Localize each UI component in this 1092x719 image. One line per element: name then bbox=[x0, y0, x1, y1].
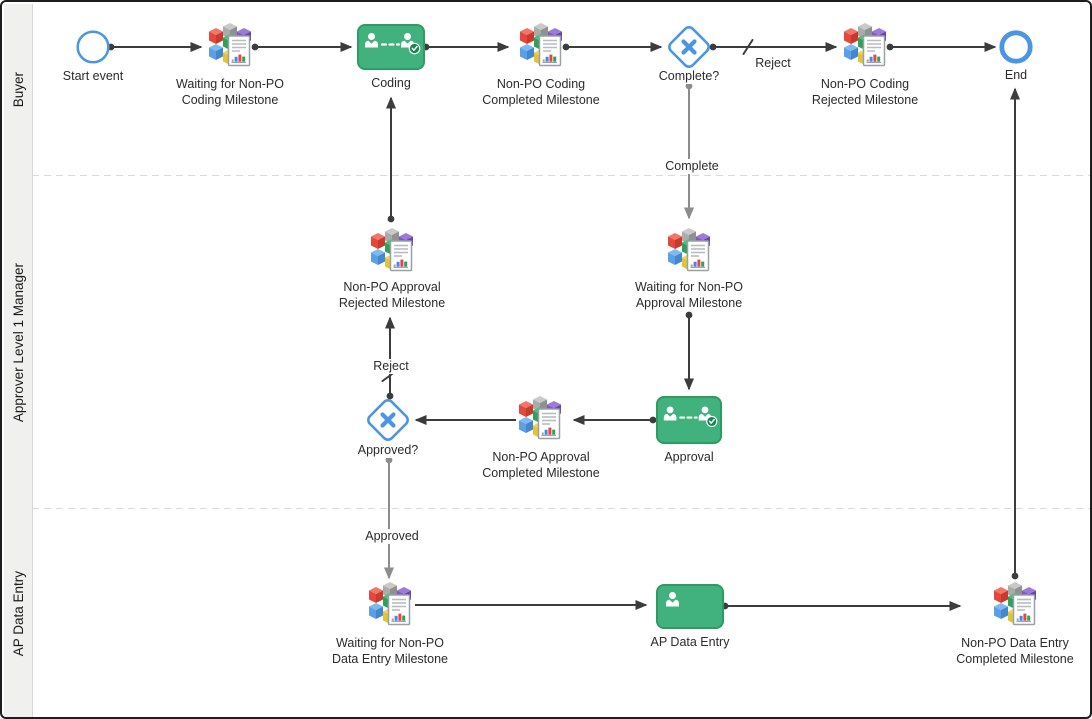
end-event-icon bbox=[999, 30, 1033, 64]
exclusive-gateway-icon bbox=[668, 26, 710, 68]
node-approval-rejected-milestone[interactable] bbox=[368, 227, 416, 281]
task-ap-data-entry[interactable] bbox=[656, 584, 724, 629]
gateway-complete[interactable] bbox=[665, 23, 713, 76]
waiting-coding-milestone-label: Waiting for Non-PO Coding Milestone bbox=[176, 77, 284, 107]
flow-data-entry-completed-to-end[interactable] bbox=[1010, 87, 1020, 580]
flow-coding-rejected-to-end[interactable] bbox=[886, 42, 997, 52]
lane-approver-level-1-manager[interactable]: Approver Level 1 Manager bbox=[4, 176, 33, 509]
node-approval-completed-milestone[interactable] bbox=[516, 395, 564, 449]
start-event-icon bbox=[76, 30, 110, 64]
waiting-approval-milestone-label: Waiting for Non-PO Approval Milestone bbox=[635, 280, 743, 310]
flow-label-complete: Complete bbox=[662, 159, 722, 174]
task-approval-label: Approval bbox=[664, 450, 714, 464]
task-coding[interactable] bbox=[357, 24, 425, 70]
flow-label-reject-coding: Reject bbox=[752, 56, 794, 71]
flow-approval-rejected-to-coding[interactable] bbox=[386, 96, 396, 223]
flow-coding-to-coding-completed[interactable] bbox=[422, 42, 510, 52]
milestone-icon bbox=[667, 227, 711, 272]
flow-ap-data-entry-to-data-entry-completed[interactable] bbox=[721, 601, 962, 611]
check-badge-icon bbox=[706, 415, 718, 428]
check-badge-icon bbox=[408, 42, 421, 55]
node-waiting-data-entry-milestone[interactable] bbox=[366, 581, 414, 635]
milestone-icon bbox=[208, 22, 252, 67]
approval-completed-milestone-label: Non-PO Approval Completed Milestone bbox=[482, 450, 600, 480]
coding-rejected-milestone-label: Non-PO Coding Rejected Milestone bbox=[811, 77, 919, 107]
waiting-data-entry-milestone-label: Waiting for Non-PO Data Entry Milestone bbox=[331, 636, 449, 666]
flow-reject-to-coding-rejected[interactable] bbox=[709, 39, 838, 55]
start-event-label: Start event bbox=[62, 69, 124, 83]
approval-rejected-milestone-label: Non-PO Approval Rejected Milestone bbox=[338, 280, 446, 310]
human-task-icon bbox=[365, 33, 421, 55]
gateway-complete-label: Complete? bbox=[655, 69, 723, 84]
task-approval[interactable] bbox=[656, 396, 722, 444]
end-event-label: End bbox=[1004, 68, 1028, 82]
lane-buyer[interactable]: Buyer bbox=[4, 4, 33, 176]
task-ap-data-entry-label: AP Data Entry bbox=[650, 635, 730, 649]
flow-coding-completed-to-complete-gateway[interactable] bbox=[562, 42, 663, 52]
milestone-icon bbox=[518, 395, 562, 440]
task-coding-label: Coding bbox=[371, 76, 411, 90]
flow-label-approved: Approved bbox=[362, 529, 422, 544]
milestone-icon bbox=[368, 581, 412, 626]
flow-label-reject-approval: Reject bbox=[370, 359, 412, 374]
milestone-icon bbox=[993, 581, 1037, 626]
flow-waiting-approval-to-approval[interactable] bbox=[684, 311, 694, 391]
lane-ap-data-entry[interactable]: AP Data Entry bbox=[4, 509, 33, 717]
flow-approval-to-approval-completed[interactable] bbox=[572, 415, 657, 425]
flow-approved-to-waiting-data-entry[interactable] bbox=[384, 456, 394, 580]
milestone-icon bbox=[370, 227, 414, 272]
node-waiting-approval-milestone[interactable] bbox=[665, 227, 713, 281]
end-event[interactable] bbox=[998, 29, 1034, 70]
lane-divider bbox=[32, 508, 1090, 509]
gateway-approved[interactable] bbox=[364, 396, 412, 449]
x-mark-icon bbox=[380, 412, 396, 428]
human-task-icon bbox=[663, 406, 718, 428]
exclusive-gateway-icon bbox=[367, 399, 409, 441]
data-entry-completed-milestone-label: Non-PO Data Entry Completed Milestone bbox=[956, 636, 1074, 666]
coding-completed-milestone-label: Non-PO Coding Completed Milestone bbox=[482, 77, 600, 107]
flow-start-to-waiting-coding[interactable] bbox=[107, 42, 203, 52]
start-event[interactable] bbox=[75, 29, 111, 70]
node-data-entry-completed-milestone[interactable] bbox=[991, 581, 1039, 635]
default-flow-slash bbox=[742, 39, 754, 55]
human-task-icon bbox=[666, 592, 679, 607]
lane-divider bbox=[32, 175, 1090, 176]
node-coding-completed-milestone[interactable] bbox=[517, 22, 565, 76]
milestone-icon bbox=[519, 22, 563, 67]
milestone-icon bbox=[843, 22, 887, 67]
node-waiting-coding-milestone[interactable] bbox=[206, 22, 254, 76]
flow-complete-to-waiting-approval[interactable] bbox=[684, 82, 694, 220]
node-coding-rejected-milestone[interactable] bbox=[841, 22, 889, 76]
flow-waiting-coding-to-coding[interactable] bbox=[251, 42, 353, 52]
x-mark-icon bbox=[681, 39, 697, 55]
gateway-approved-label: Approved? bbox=[354, 443, 422, 458]
